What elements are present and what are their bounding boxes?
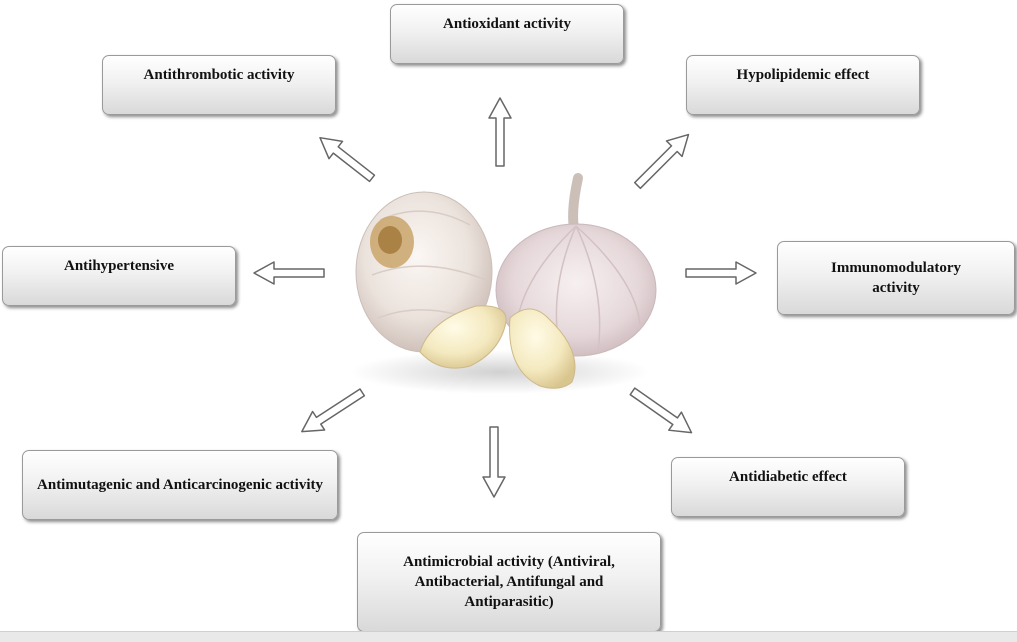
arrow-lower-left-icon: [301, 388, 366, 433]
hypolipidemic-box: Hypolipidemic effect: [686, 55, 920, 115]
antidiabetic-box: Antidiabetic effect: [671, 457, 905, 517]
antihypertensive-label: Antihypertensive: [64, 258, 174, 274]
arrows-group: [253, 97, 757, 498]
arrow-right-icon: [685, 261, 757, 285]
antihypertensive-box: Antihypertensive: [2, 246, 236, 306]
arrow-upper-right-icon: [633, 133, 690, 190]
hypolipidemic-label: Hypolipidemic effect: [736, 67, 870, 83]
antimicrobial-label: Antimicrobial activity (Antiviral, Antib…: [403, 554, 615, 610]
antithrombotic-label: Antithrombotic activity: [143, 67, 295, 83]
garlic-image: [350, 173, 657, 394]
bottom-divider: [0, 631, 1017, 642]
arrow-down-icon: [482, 426, 506, 498]
arrow-left-icon: [253, 261, 325, 285]
antidiabetic-label: Antidiabetic effect: [729, 469, 847, 485]
antimutagenic-label: Antimutagenic and Anticarcinogenic activ…: [37, 477, 323, 493]
antimutagenic-box: Antimutagenic and Anticarcinogenic activ…: [22, 450, 338, 520]
antioxidant-label: Antioxidant activity: [443, 16, 571, 32]
arrow-up-icon: [488, 97, 512, 167]
antioxidant-box: Antioxidant activity: [390, 4, 624, 64]
immunomodulatory-label: Immunomodulatory activity: [830, 260, 961, 296]
antithrombotic-box: Antithrombotic activity: [102, 55, 336, 115]
arrow-lower-right-icon: [629, 387, 693, 434]
immunomodulatory-box: Immunomodulatory activity: [777, 241, 1015, 315]
antimicrobial-box: Antimicrobial activity (Antiviral, Antib…: [357, 532, 661, 632]
arrow-upper-left-icon: [319, 136, 376, 183]
